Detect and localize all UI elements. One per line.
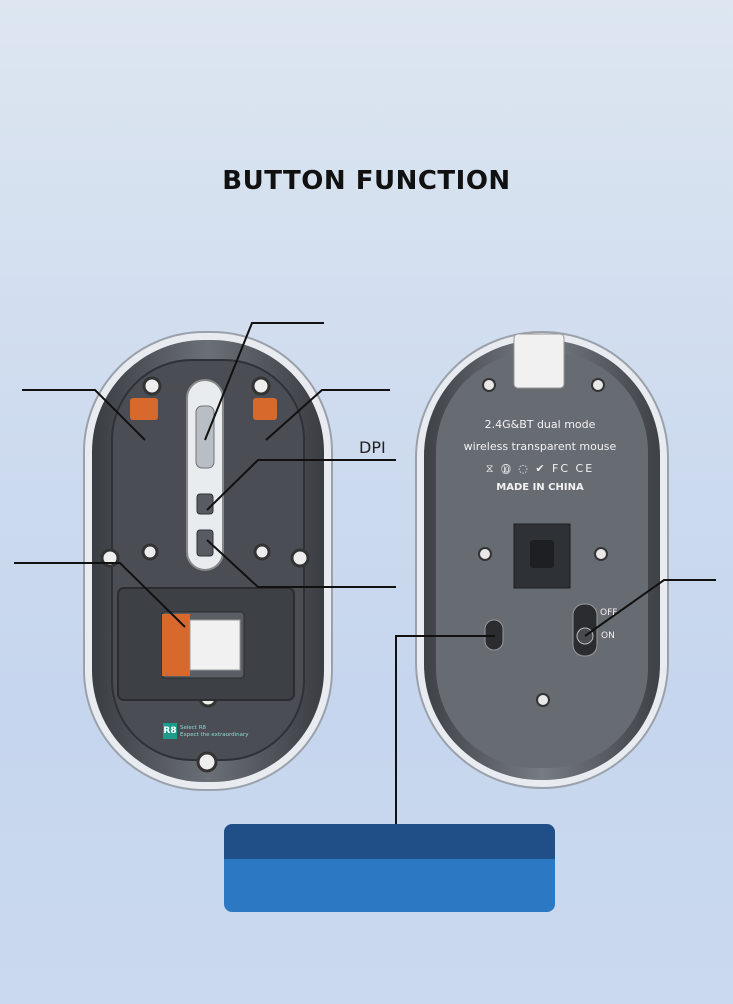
info-box xyxy=(224,824,555,912)
right-click-switch xyxy=(253,398,277,420)
dpi-label: DPI xyxy=(359,438,386,457)
mouse-description-text: wireless transparent mouse xyxy=(463,440,617,453)
mouse-bottom-view xyxy=(415,331,669,789)
scroll-wheel xyxy=(195,405,215,469)
mouse-model-text: 2.4G&BT dual mode xyxy=(484,418,596,431)
mouse-top-view xyxy=(83,331,333,791)
dpi-button xyxy=(196,493,214,515)
info-box-body xyxy=(224,859,555,912)
receiver-slot xyxy=(513,333,565,389)
switch-on-label: ON xyxy=(601,631,615,641)
callout-lines xyxy=(14,322,716,824)
side-button xyxy=(196,529,214,557)
left-click-switch xyxy=(130,398,158,420)
certification-icons: ⧖ ⓾ ◌ ✔ FC CE xyxy=(485,462,595,475)
brand-logo: R8 xyxy=(163,723,177,739)
page-title: BUTTON FUNCTION xyxy=(222,166,511,196)
usb-receiver xyxy=(189,619,241,671)
usb-receiver-cap xyxy=(162,614,190,676)
brand-slogan: Expect the extraordinary xyxy=(180,732,249,738)
info-box-header xyxy=(224,824,555,859)
switch-off-label: OFF xyxy=(600,608,618,618)
origin-text: MADE IN CHINA xyxy=(496,482,584,493)
brand-text: Select R8 xyxy=(180,725,207,731)
